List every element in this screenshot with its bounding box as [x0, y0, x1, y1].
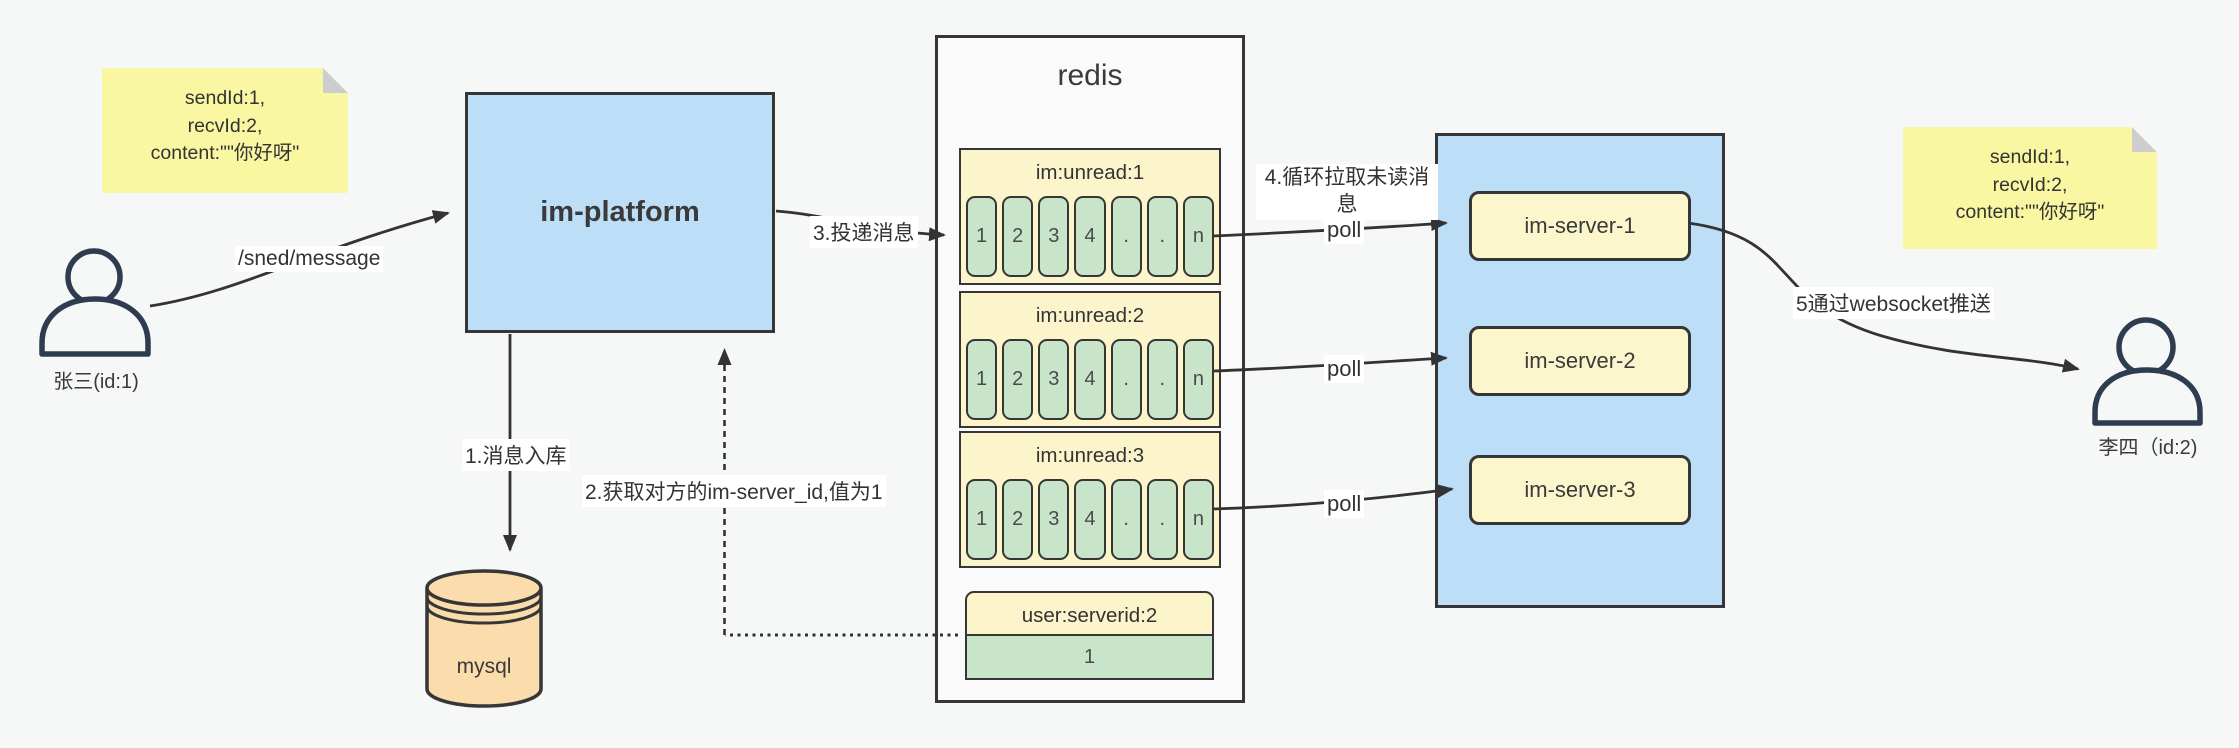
folded-corner-icon: [2132, 127, 2157, 152]
poll-label-2: poll: [1324, 355, 1365, 383]
queue-cell: .: [1110, 196, 1142, 277]
poll-label-3: poll: [1324, 490, 1365, 518]
poll-label-1: poll: [1324, 216, 1365, 244]
queue-cells: 1 2 3 4 . . n: [966, 196, 1214, 277]
redis-container: redis im:unread:1 1 2 3 4 . . n im:unrea…: [935, 35, 1245, 703]
note-line: recvId:2,: [1992, 173, 2068, 196]
redis-queue-unread-2: im:unread:2 1 2 3 4 . . n: [959, 291, 1221, 428]
queue-title: im:unread:3: [1035, 444, 1145, 467]
queue-title: im:unread:1: [1035, 161, 1145, 184]
queue-cell: .: [1146, 479, 1178, 560]
im-server-2-label: im-server-2: [1524, 348, 1636, 373]
queue-cell: 3: [1038, 196, 1070, 277]
connector-websocket-push: [1687, 221, 2080, 373]
im-server-1-node: im-server-1: [1469, 191, 1691, 261]
queue-cell: 4: [1074, 339, 1106, 420]
im-platform-node: im-platform: [465, 92, 775, 333]
im-server-1-label: im-server-1: [1524, 213, 1636, 238]
step1-label: 1.消息入库: [462, 439, 570, 471]
receiver-person-icon: [2092, 317, 2203, 426]
queue-cell: 2: [1002, 196, 1034, 277]
queue-cell: .: [1110, 339, 1142, 420]
note-line: content:""你好呀": [150, 142, 300, 165]
folded-corner-icon: [323, 68, 348, 93]
queue-cell: 1: [966, 339, 998, 420]
redis-queue-unread-1: im:unread:1 1 2 3 4 . . n: [959, 148, 1221, 285]
send-api-label: /sned/message: [235, 246, 384, 272]
queue-cell: n: [1182, 479, 1214, 560]
queue-cell: .: [1146, 339, 1178, 420]
queue-cell: 1: [966, 479, 998, 560]
queue-cell: .: [1110, 479, 1142, 560]
redis-queue-unread-3: im:unread:3 1 2 3 4 . . n: [959, 431, 1221, 568]
step2-label: 2.获取对方的im-server_id,值为1: [582, 475, 886, 507]
queue-cell: 4: [1074, 479, 1106, 560]
step4-label: 4.循环拉取未读消息: [1256, 164, 1438, 220]
queue-cell: .: [1146, 196, 1178, 277]
note-line: content:""你好呀": [1955, 201, 2105, 224]
queue-cell: 2: [1002, 479, 1034, 560]
queue-cells: 1 2 3 4 . . n: [966, 479, 1214, 560]
queue-cell: 3: [1038, 479, 1070, 560]
mysql-label: mysql: [457, 655, 512, 678]
mapping-value: 1: [965, 636, 1214, 680]
queue-cell: n: [1182, 196, 1214, 277]
mapping-key: user:serverid:2: [965, 591, 1214, 636]
note-line: recvId:2,: [187, 114, 263, 137]
queue-cell: 1: [966, 196, 998, 277]
receiver-label: 李四（id:2): [2098, 437, 2198, 459]
queue-title: im:unread:2: [1035, 304, 1145, 327]
sender-label: 张三(id:1): [53, 371, 139, 393]
redis-user-serverid-mapping: user:serverid:2 1: [965, 591, 1214, 680]
queue-cell: 2: [1002, 339, 1034, 420]
redis-title: redis: [1057, 59, 1123, 92]
queue-cells: 1 2 3 4 . . n: [966, 339, 1214, 420]
step3-label: 3.投递消息: [810, 216, 918, 248]
sticky-note-receiver-payload: sendId:1, recvId:2, content:""你好呀": [1903, 127, 2157, 249]
im-server-2-node: im-server-2: [1469, 326, 1691, 396]
queue-cell: 4: [1074, 196, 1106, 277]
sender-person-icon: [39, 248, 151, 357]
im-platform-label: im-platform: [540, 196, 700, 228]
im-server-cluster: im-server-1 im-server-2 im-server-3: [1435, 133, 1725, 608]
mysql-database-icon: mysql: [425, 569, 543, 708]
im-server-3-label: im-server-3: [1524, 477, 1636, 502]
step5-label: 5通过websocket推送: [1793, 287, 1994, 319]
note-line: sendId:1,: [184, 87, 266, 109]
queue-cell: 3: [1038, 339, 1070, 420]
sticky-note-sender-payload: sendId:1, recvId:2, content:""你好呀": [102, 68, 348, 193]
note-line: sendId:1,: [1989, 146, 2071, 168]
queue-cell: n: [1182, 339, 1214, 420]
im-server-3-node: im-server-3: [1469, 455, 1691, 525]
